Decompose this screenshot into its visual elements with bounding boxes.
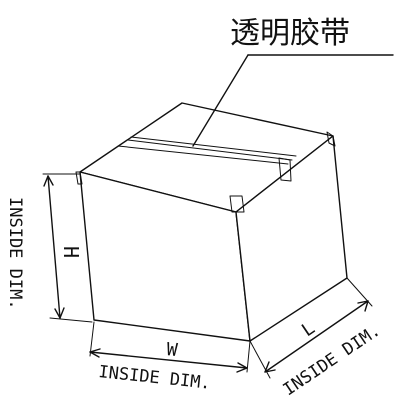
width-dimension — [89, 321, 251, 373]
tape-tabs — [75, 131, 336, 213]
height-letter: H — [59, 246, 83, 258]
tape-label: 透明胶带 — [230, 16, 350, 51]
width-letter: W — [165, 339, 178, 361]
tape-strip — [117, 136, 297, 165]
length-inside-label: INSIDE DIM. — [280, 321, 385, 401]
height-inside-label: INSIDE DIM. — [5, 197, 25, 310]
length-dimension — [249, 277, 373, 379]
width-inside-label: INSIDE DIM. — [97, 362, 211, 394]
tape-leader — [192, 54, 394, 147]
height-dimension — [42, 173, 93, 323]
